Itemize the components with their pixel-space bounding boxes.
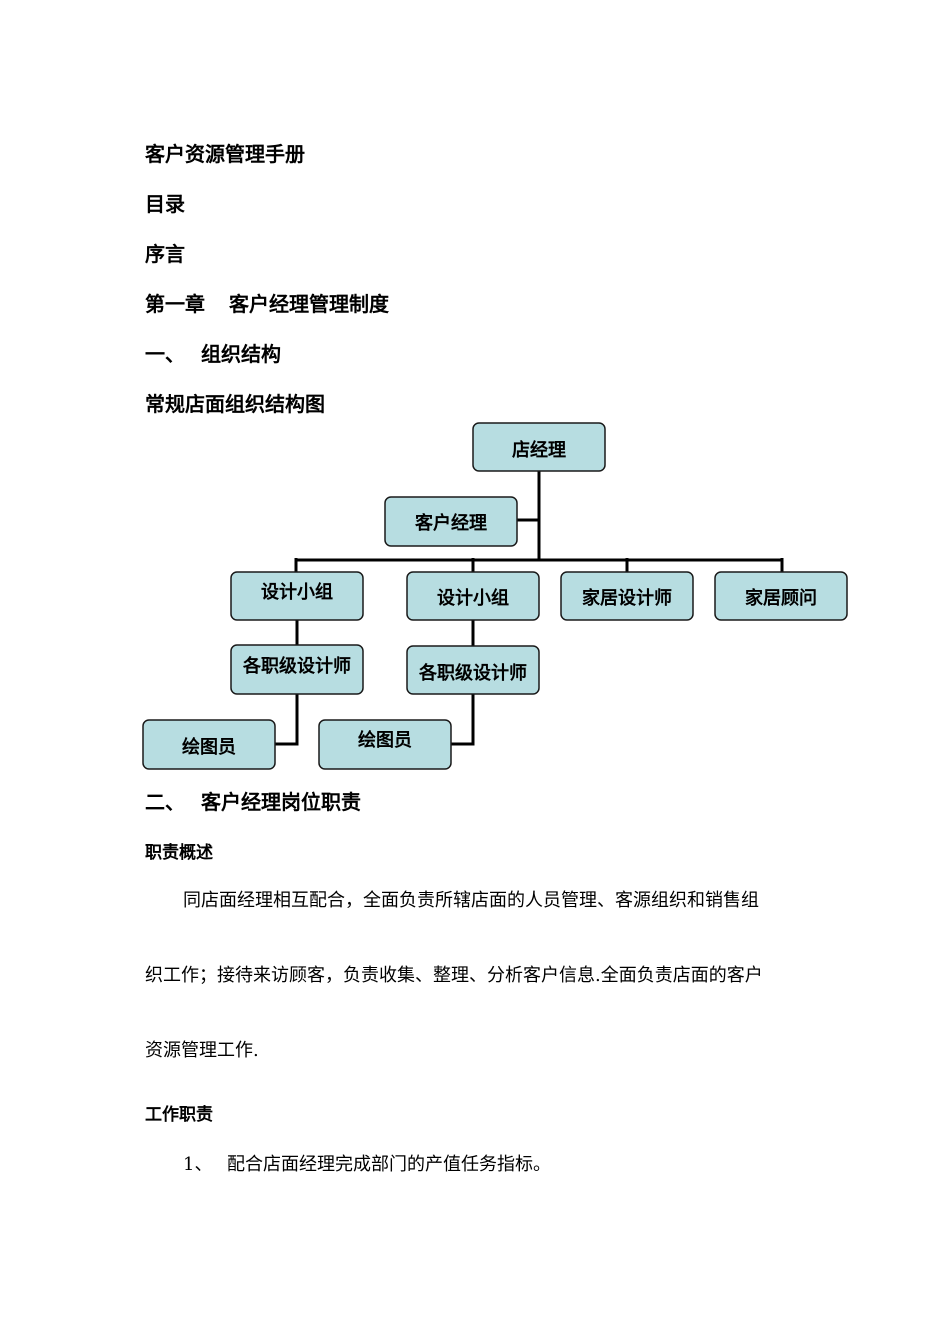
duties-heading: 工作职责 [145,1105,213,1125]
chapter-number: 第一章 [145,292,205,316]
node-home-consultant: 家居顾问 [714,571,848,621]
section-title: 组织结构 [201,342,281,366]
section-number: 二、 [145,790,185,814]
document-title: 客户资源管理手册 [145,142,305,166]
node-store-manager: 店经理 [472,422,606,472]
node-design-team-1: 设计小组 [230,571,364,621]
node-design-team-2-label: 设计小组 [437,587,509,609]
duty-item-text: 配合店面经理完成部门的产值任务指标。 [227,1154,551,1175]
section-heading-1: 一、组织结构 [145,338,281,367]
node-design-team-1-label: 设计小组 [261,581,333,603]
overview-line-1: 同店面经理相互配合，全面负责所辖店面的人员管理、客源组织和销售组 [183,890,759,911]
org-chart: 店经理 客户经理 设计小组 设计小组 家居设计师 家居顾问 各职级设计师 各职级… [142,422,848,770]
node-home-designer: 家居设计师 [560,571,694,621]
node-account-manager: 客户经理 [384,496,518,547]
node-store-manager-label: 店经理 [512,439,566,461]
node-drafter-2: 绘图员 [318,719,452,770]
node-drafter-1-label: 绘图员 [182,736,236,758]
node-home-consultant-label: 家居顾问 [745,587,817,609]
preface-heading: 序言 [145,242,185,266]
node-designers-2: 各职级设计师 [406,645,540,695]
chapter-title: 客户经理管理制度 [229,292,389,316]
node-designers-1-label: 各职级设计师 [242,655,351,677]
node-designers-1: 各职级设计师 [230,644,364,695]
duty-item-number: 1、 [183,1154,213,1175]
node-design-team-2: 设计小组 [406,571,540,621]
node-drafter-2-label: 绘图员 [358,729,412,751]
section-number: 一、 [145,342,185,366]
section-title: 客户经理岗位职责 [201,790,361,814]
overview-heading: 职责概述 [145,843,213,863]
chapter-heading: 第一章客户经理管理制度 [145,288,389,317]
overview-line-3: 资源管理工作. [145,1040,259,1061]
overview-line-2: 织工作；接待来访顾客，负责收集、整理、分析客户信息.全面负责店面的客户 [145,965,763,986]
section-heading-2: 二、客户经理岗位职责 [145,786,361,815]
toc-heading: 目录 [145,192,185,216]
node-home-designer-label: 家居设计师 [582,587,672,609]
node-account-manager-label: 客户经理 [415,512,487,534]
chart-caption: 常规店面组织结构图 [145,392,325,416]
duty-item-1: 1、配合店面经理完成部门的产值任务指标。 [183,1150,551,1176]
connector-lines [275,471,784,746]
node-drafter-1: 绘图员 [142,719,276,770]
node-designers-2-label: 各职级设计师 [418,662,527,684]
